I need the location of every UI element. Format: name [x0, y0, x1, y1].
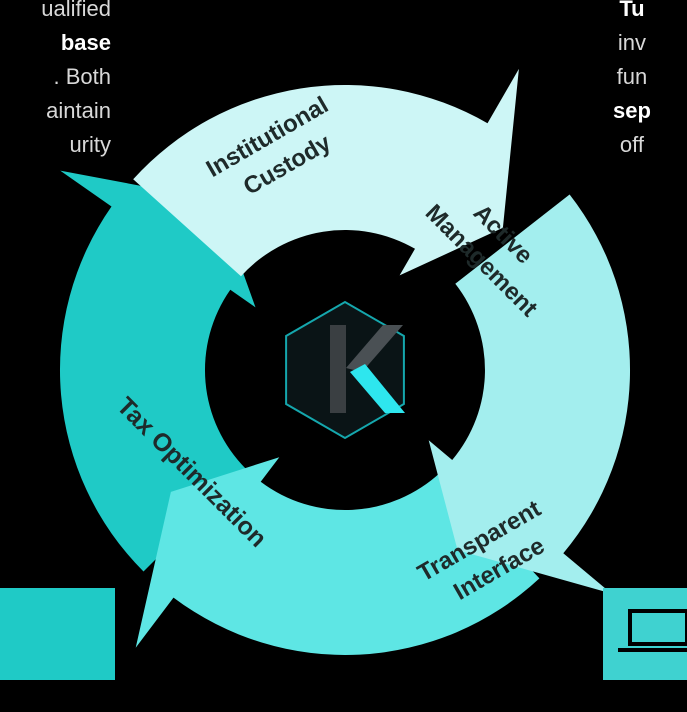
- segment-tax-optimization: [59, 170, 256, 572]
- k-letter-upper-arm: [346, 325, 403, 372]
- segment-institutional-custody: [133, 68, 519, 277]
- segment-active-management: [428, 194, 631, 594]
- left-text-line-2: base: [60, 30, 111, 55]
- k-logo: [285, 300, 405, 440]
- k-letter-lower-arm: [350, 364, 405, 413]
- right-text-line-1: Tu: [619, 0, 645, 21]
- teal-square-icon: [0, 588, 115, 680]
- segment-transparent-interface: [135, 457, 540, 655]
- laptop-screen: [628, 609, 687, 646]
- laptop-icon-background: [603, 588, 687, 680]
- left-text-line-5: urity: [69, 132, 111, 157]
- right-description-text: Tu inv fun sep off: [613, 0, 651, 162]
- left-description-text: ualified base . Both aintain urity: [41, 0, 111, 162]
- left-text-line-4: aintain: [46, 98, 111, 123]
- right-text-line-2: inv: [617, 30, 647, 55]
- left-text-line-1: ualified: [41, 0, 111, 21]
- right-text-line-4: sep: [613, 98, 651, 123]
- right-text-line-5: off: [619, 132, 644, 157]
- right-text-line-3: fun: [616, 64, 648, 89]
- left-text-line-3: . Both: [53, 64, 111, 89]
- laptop-icon: [603, 588, 687, 680]
- k-letter-stem: [330, 325, 346, 413]
